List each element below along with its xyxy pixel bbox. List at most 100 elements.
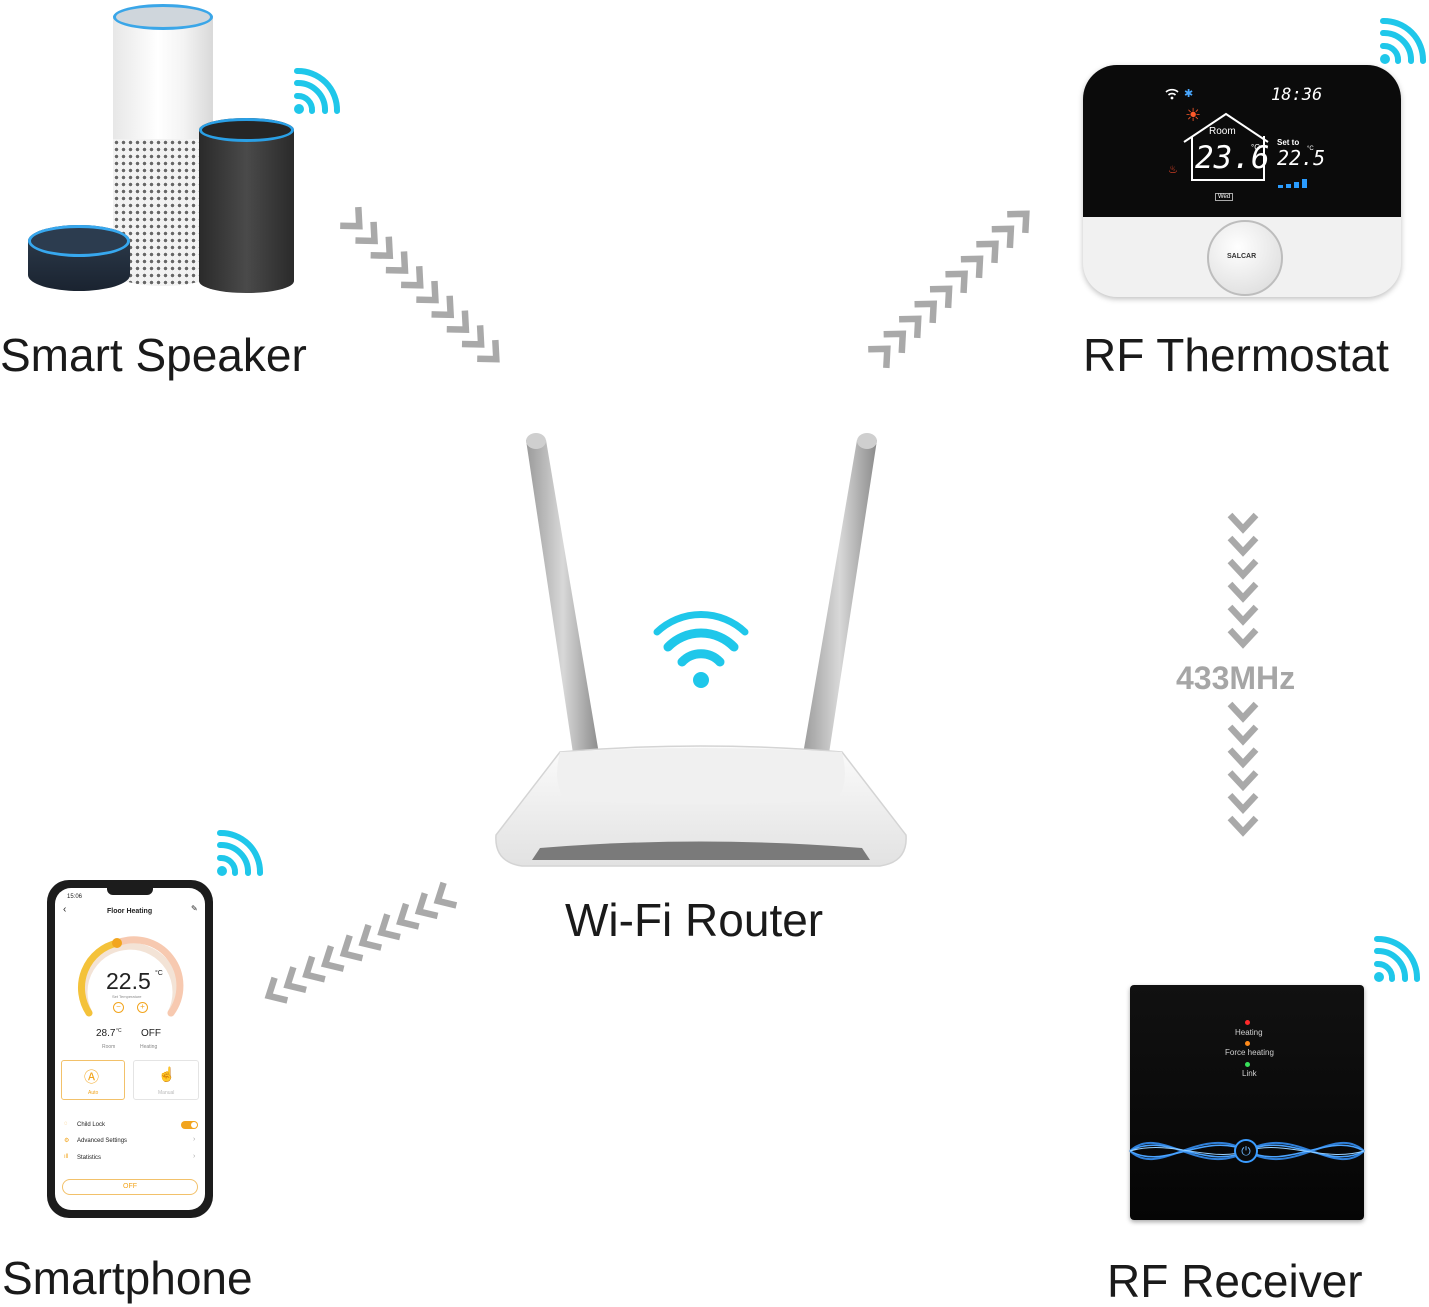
bluetooth-icon: ✱ bbox=[1184, 88, 1194, 100]
set-to-label: Set to bbox=[1277, 138, 1300, 147]
rf-receiver-device: Heating Force heating Link ⏻ bbox=[1129, 985, 1365, 1220]
rf-thermostat-device: ✱ 18:36 ☀ Room 23.6 °C ♨ Set to 22.5 °C … bbox=[1083, 65, 1401, 297]
indicator-led bbox=[1245, 1020, 1250, 1025]
thermostat-dial: SALCAR bbox=[1207, 220, 1283, 296]
chevron-icon bbox=[1227, 770, 1259, 792]
indicator-led bbox=[1245, 1041, 1250, 1046]
heating-caption: Heating bbox=[140, 1044, 158, 1050]
room-temperature-unit: °C bbox=[116, 1028, 122, 1034]
indicator-led bbox=[1245, 1062, 1250, 1067]
chevron-icon bbox=[340, 206, 363, 230]
temperature-gauge bbox=[77, 936, 184, 1017]
smart-speaker-label: Smart Speaker bbox=[0, 329, 307, 381]
menu-child-lock[interactable]: Child Lock bbox=[77, 1122, 106, 1128]
thermostat-receiver-arrows-bottom bbox=[1227, 701, 1259, 837]
chevron-icon bbox=[302, 955, 326, 983]
chevron-icon bbox=[446, 310, 470, 333]
chevron-icon bbox=[914, 300, 938, 324]
indicator-label: Heating bbox=[1235, 1028, 1263, 1037]
chevron-icon bbox=[320, 945, 345, 972]
smartphone-device: 15:06 ‹ Floor Heating ✎ 22.5 °C Set Temp… bbox=[47, 880, 213, 1218]
chevron-icon bbox=[1227, 792, 1259, 814]
back-icon: ‹ bbox=[63, 904, 67, 915]
power-off-button[interactable]: OFF bbox=[62, 1179, 198, 1195]
chevron-icon bbox=[416, 280, 439, 304]
chevron-icon bbox=[1227, 581, 1259, 603]
app-title: Floor Heating bbox=[107, 908, 153, 915]
child-lock-toggle[interactable] bbox=[181, 1121, 198, 1129]
wifi-icon bbox=[1380, 17, 1427, 64]
chevron-icon bbox=[1227, 627, 1259, 649]
chevron-icon bbox=[976, 240, 999, 264]
chevron-icon bbox=[355, 221, 378, 245]
speaker-router-arrows bbox=[340, 206, 500, 363]
chevron-right-icon: › bbox=[193, 1153, 196, 1160]
router-antenna-left bbox=[526, 433, 600, 760]
heating-flame-icon: ♨ bbox=[1168, 164, 1178, 176]
chevron-icon bbox=[385, 251, 409, 274]
chevron-icon bbox=[370, 236, 394, 260]
chevron-icon bbox=[433, 881, 458, 909]
statistics-icon: ıll bbox=[64, 1154, 69, 1160]
wifi-small-icon bbox=[1165, 88, 1179, 100]
day-readout: Wed bbox=[1215, 193, 1234, 201]
chevron-icon bbox=[339, 934, 364, 962]
mode-manual-button[interactable]: ☝ Manual bbox=[133, 1060, 199, 1100]
chevron-icon bbox=[883, 330, 907, 354]
room-temperature: 23.6 bbox=[1195, 140, 1270, 176]
chevron-icon bbox=[358, 923, 382, 951]
chevron-icon bbox=[396, 902, 420, 930]
decrease-button[interactable]: − bbox=[113, 1002, 124, 1013]
room-unit: °C bbox=[1251, 143, 1260, 152]
chevron-right-icon: › bbox=[193, 1136, 196, 1143]
chevron-icon bbox=[283, 966, 307, 994]
chevron-icon bbox=[1227, 512, 1259, 534]
chevron-icon bbox=[477, 339, 500, 363]
lock-icon: ◌ bbox=[64, 1121, 68, 1127]
room-label: Room bbox=[1209, 126, 1236, 137]
phone-screen: 15:06 ‹ Floor Heating ✎ 22.5 °C Set Temp… bbox=[55, 888, 205, 1210]
power-off-label: OFF bbox=[123, 1183, 137, 1190]
chevron-icon bbox=[1227, 747, 1259, 769]
chevron-icon bbox=[377, 913, 401, 941]
menu-statistics[interactable]: Statistics bbox=[77, 1155, 102, 1161]
status-time: 15:06 bbox=[67, 894, 83, 900]
house-outline-icon bbox=[1183, 112, 1269, 181]
hand-icon: ☝ bbox=[158, 1066, 176, 1082]
wifi-icon bbox=[294, 67, 341, 114]
rf-thermostat-label: RF Thermostat bbox=[1083, 329, 1389, 381]
set-unit: °C bbox=[1307, 146, 1314, 152]
indicator-label: Link bbox=[1242, 1069, 1257, 1078]
chevron-icon bbox=[414, 892, 439, 920]
indicator-label: Force heating bbox=[1225, 1048, 1274, 1057]
fabric-speaker bbox=[199, 118, 294, 293]
speaker-light-ring bbox=[28, 225, 130, 257]
toggle-knob bbox=[191, 1122, 197, 1128]
chevron-icon bbox=[1227, 558, 1259, 580]
wifi-icon bbox=[217, 829, 264, 876]
thermostat-screen: ✱ 18:36 ☀ Room 23.6 °C ♨ Set to 22.5 °C … bbox=[1083, 65, 1401, 217]
wifi-icon bbox=[1374, 935, 1421, 982]
power-button[interactable]: ⏻ bbox=[1234, 1139, 1258, 1163]
clock-readout: 18:36 bbox=[1271, 85, 1323, 105]
frequency-label: 433MHz bbox=[1176, 660, 1296, 696]
chevron-icon bbox=[868, 345, 891, 369]
set-temperature: 22.5 bbox=[1277, 146, 1326, 170]
set-temperature-unit: °C bbox=[155, 970, 163, 977]
speaker-light-ring bbox=[113, 4, 213, 30]
wifi-signal-icon bbox=[653, 611, 749, 688]
increase-button[interactable]: + bbox=[137, 1002, 148, 1013]
mode-auto-label: Auto bbox=[88, 1090, 99, 1096]
auto-mode-icon: Ⓐ bbox=[84, 1069, 100, 1086]
chevron-icon bbox=[1227, 604, 1259, 626]
chevron-icon bbox=[1007, 210, 1030, 234]
dot-speaker bbox=[28, 225, 130, 291]
signal-bars-icon bbox=[1278, 179, 1307, 188]
menu-advanced-settings[interactable]: Advanced Settings bbox=[77, 1138, 128, 1144]
mode-auto-button[interactable]: Ⓐ Auto bbox=[61, 1060, 125, 1100]
rf-receiver-label: RF Receiver bbox=[1107, 1255, 1363, 1307]
router-thermostat-arrows bbox=[868, 210, 1030, 369]
chevron-icon bbox=[431, 295, 455, 319]
sun-icon: ☀ bbox=[1185, 105, 1202, 125]
